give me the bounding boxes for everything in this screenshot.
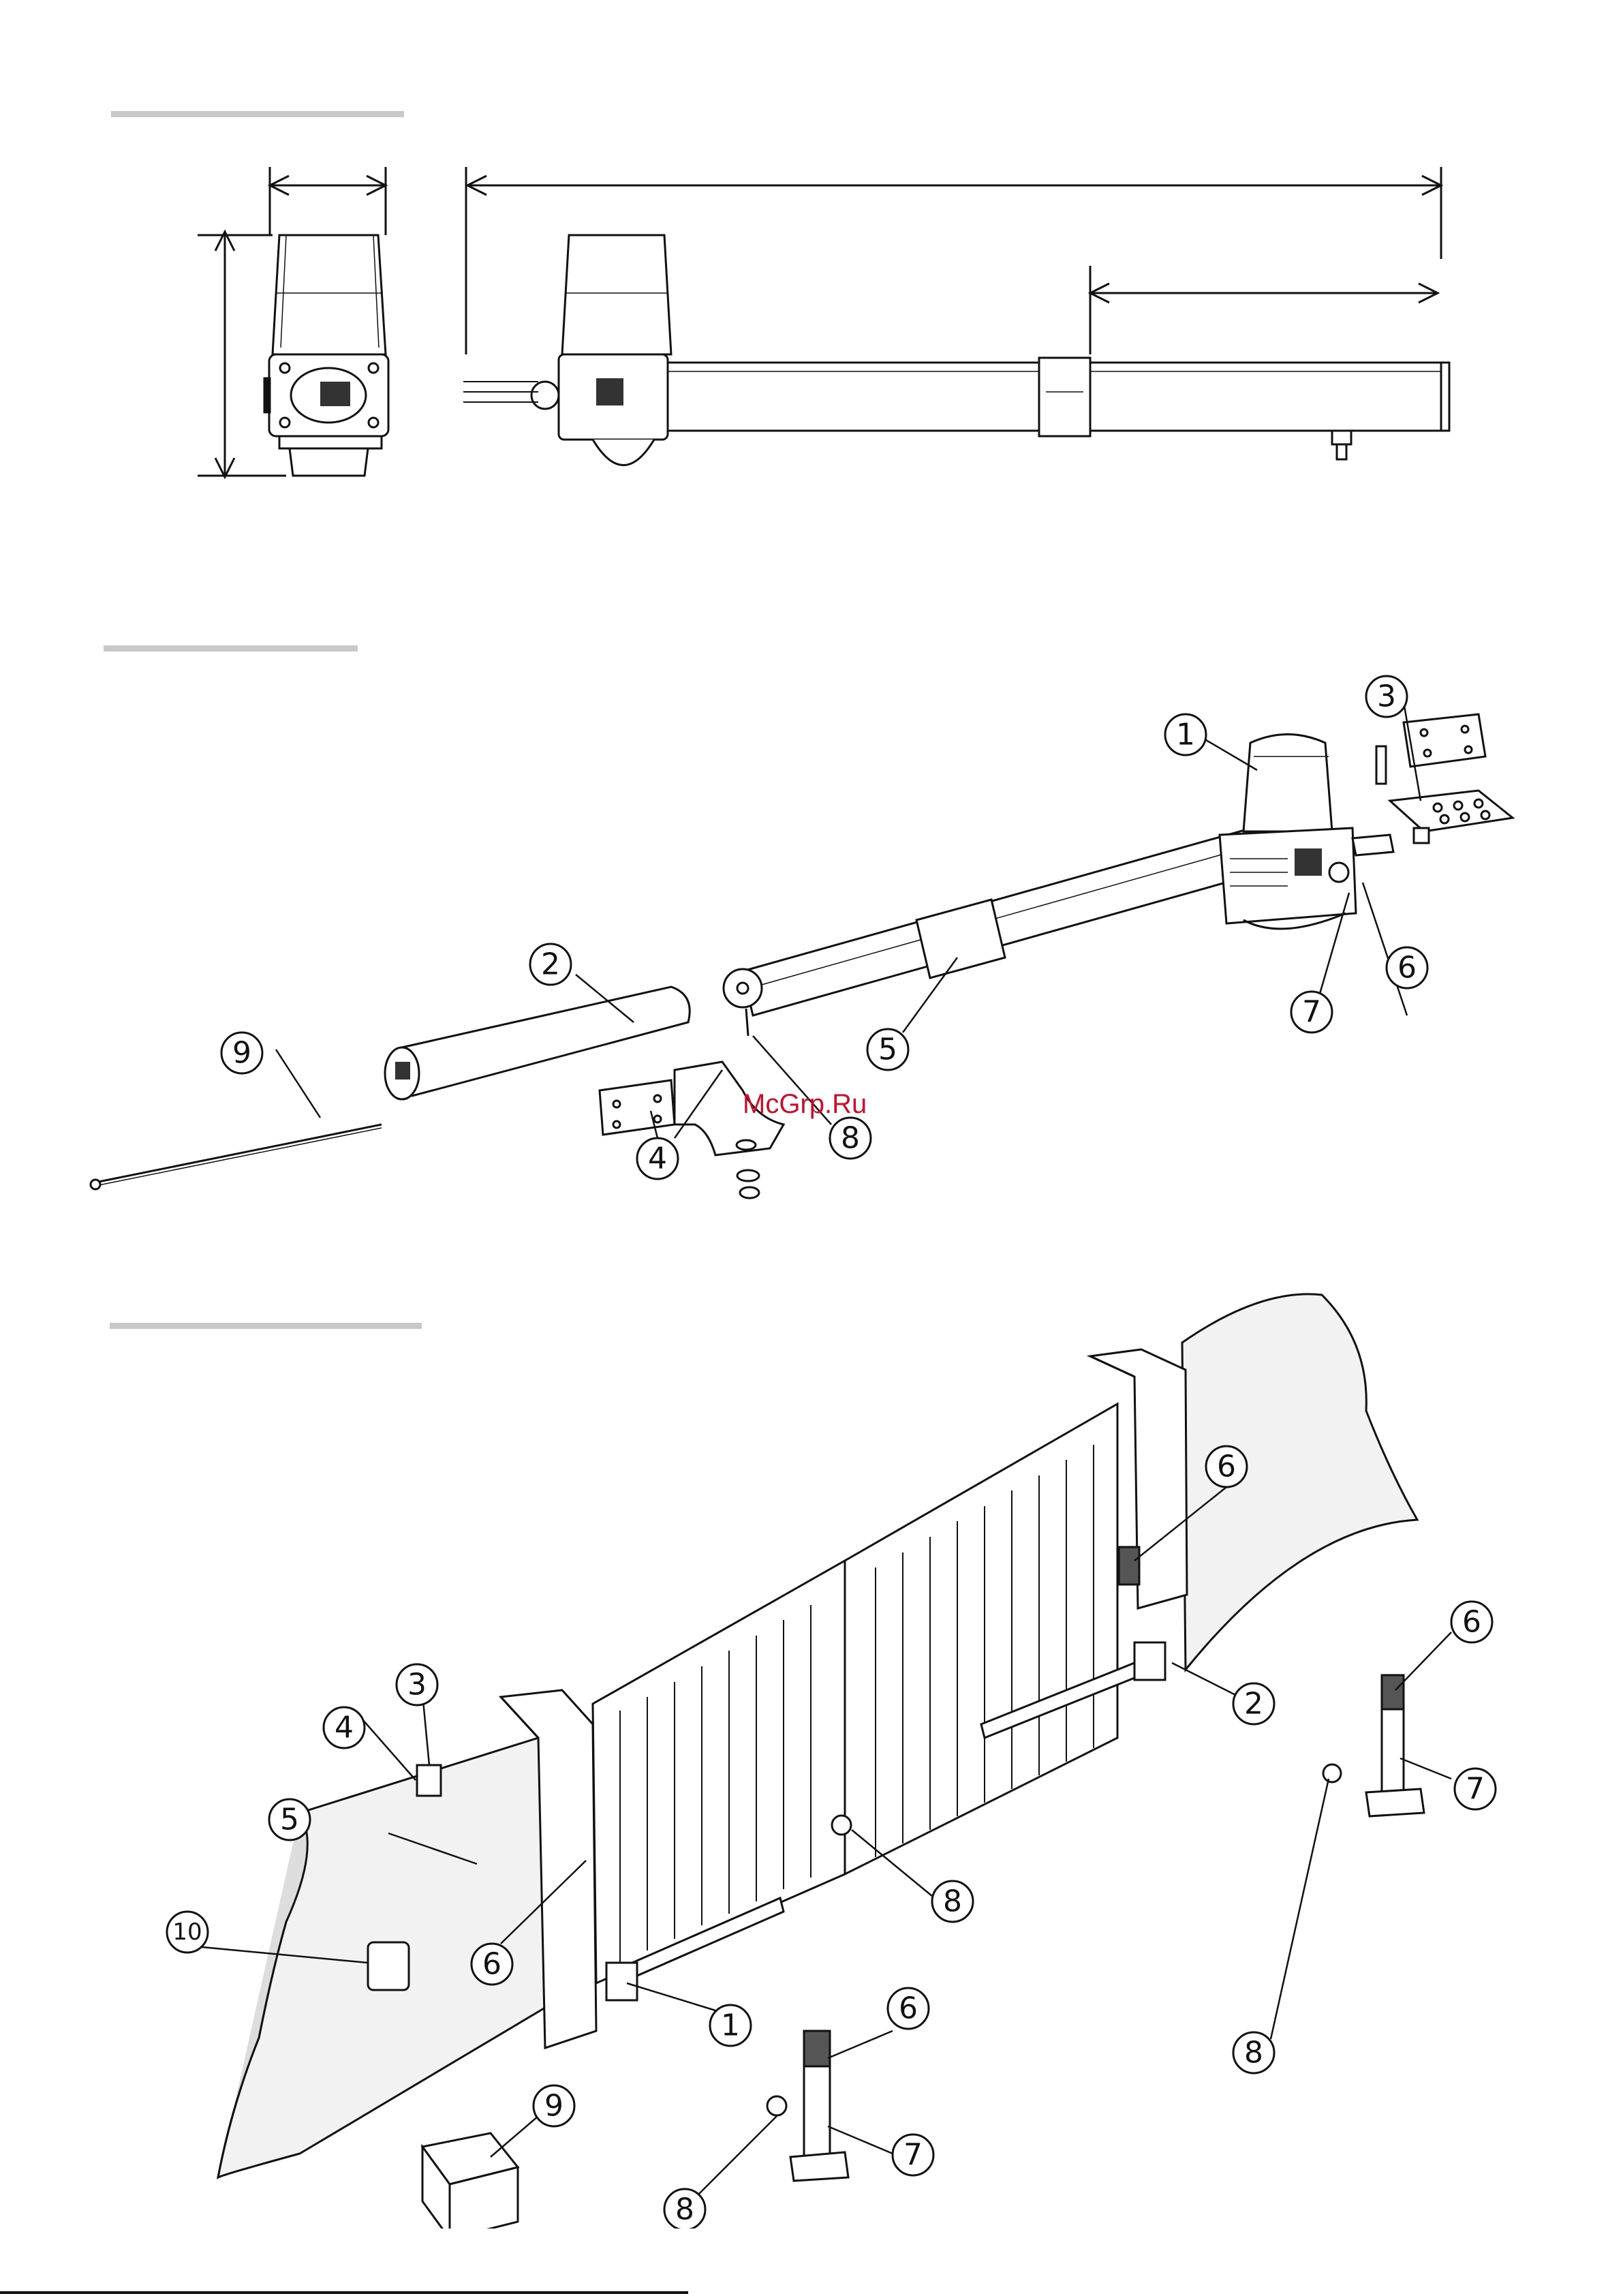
callout-2-label: 2 bbox=[541, 947, 560, 982]
install-callout-7a: 7 bbox=[1466, 1772, 1485, 1807]
install-callout-10: 10 bbox=[172, 1918, 202, 1946]
install-callout-6b: 6 bbox=[482, 1947, 501, 1982]
page-footer-rule bbox=[0, 2291, 688, 2294]
callout-5-label: 5 bbox=[878, 1032, 897, 1067]
gate-leaf-right bbox=[845, 1404, 1117, 1874]
callout-1-label: 1 bbox=[1176, 718, 1195, 752]
section-rule-components bbox=[104, 645, 358, 652]
callout-4-label: 4 bbox=[648, 1142, 667, 1176]
gate-stop-right bbox=[1323, 1764, 1341, 1782]
install-callout-6a: 6 bbox=[1217, 1450, 1236, 1484]
photocell-post-right bbox=[1366, 1675, 1424, 1816]
callout-9-label: 9 bbox=[232, 1036, 251, 1071]
install-callout-4: 4 bbox=[335, 1711, 354, 1745]
actuator-assembly bbox=[724, 735, 1393, 1037]
install-callout-8b: 8 bbox=[1244, 2036, 1263, 2070]
install-callout-9: 9 bbox=[544, 2089, 563, 2124]
actuator-cover bbox=[385, 987, 690, 1099]
callout-6-label: 6 bbox=[1397, 951, 1417, 985]
install-callout-3: 3 bbox=[407, 1668, 427, 1702]
install-callout-1: 1 bbox=[721, 2008, 740, 2043]
installation-overview: 1 2 3 4 5 6 6 6 6 7 7 8 8 8 9 10 bbox=[0, 1288, 1623, 2229]
install-callout-5: 5 bbox=[280, 1803, 299, 1837]
gate-leaf-left bbox=[593, 1561, 845, 1983]
callout-8-label: 8 bbox=[841, 1121, 860, 1156]
rear-bracket-kit bbox=[1376, 714, 1513, 843]
watermark: McGrp.Ru bbox=[743, 1089, 867, 1120]
operator-end-view bbox=[264, 235, 388, 476]
install-callout-2: 2 bbox=[1244, 1687, 1263, 1721]
callout-7-label: 7 bbox=[1302, 995, 1321, 1030]
motor-cover bbox=[1243, 735, 1332, 832]
install-callout-8c: 8 bbox=[675, 2192, 694, 2227]
front-bracket bbox=[600, 1062, 784, 1198]
dimensions-drawing bbox=[0, 0, 1623, 559]
release-rod bbox=[91, 1124, 382, 1189]
callout-3-label: 3 bbox=[1377, 679, 1396, 714]
gate-stop-left bbox=[767, 2096, 786, 2115]
install-callout-6c: 6 bbox=[1462, 1605, 1481, 1640]
install-callout-6d: 6 bbox=[899, 1991, 918, 2026]
install-callout-7b: 7 bbox=[903, 2138, 923, 2173]
install-callout-8a: 8 bbox=[943, 1884, 962, 1919]
operator-side-view bbox=[463, 235, 1449, 465]
gate-stop-center bbox=[832, 1816, 851, 1835]
components-exploded-view: 1 2 3 4 5 6 7 8 9 bbox=[0, 654, 1623, 1268]
